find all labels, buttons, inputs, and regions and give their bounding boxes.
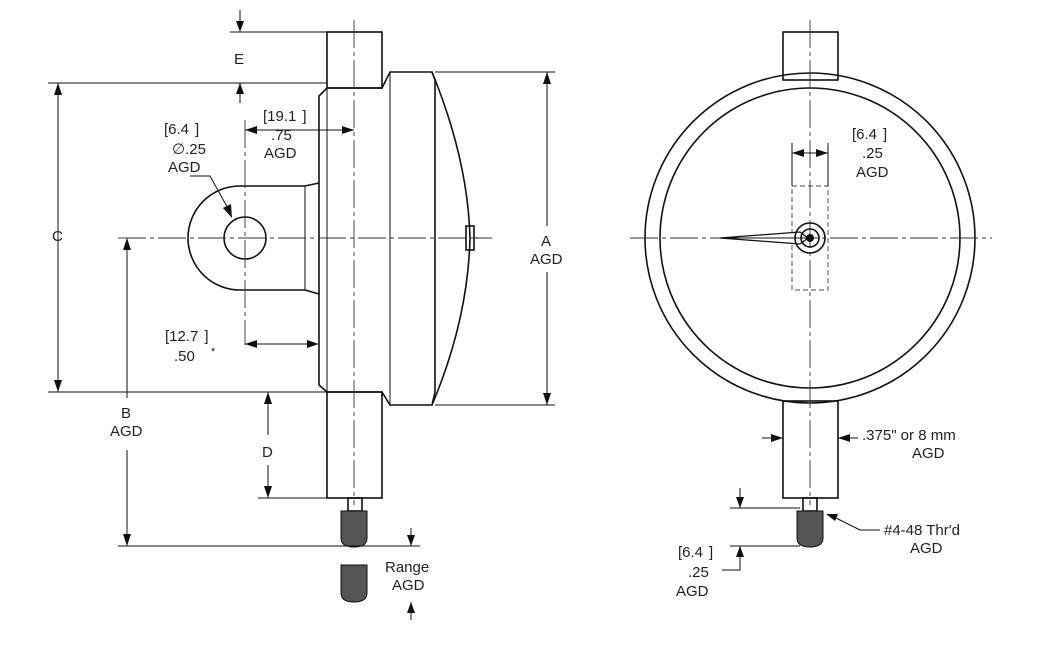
hole-sub: AGD: [168, 159, 201, 176]
tip-sub: AGD: [676, 583, 709, 600]
range-sub: AGD: [392, 577, 425, 594]
lug-asterisk: *: [211, 346, 216, 358]
stem-sub: AGD: [912, 445, 945, 462]
pointer-hub: [794, 222, 826, 254]
stem-label: .375" or 8 mm: [862, 427, 956, 444]
back-sub: AGD: [264, 145, 297, 162]
bottom-stem: [326, 391, 383, 499]
case-back: [318, 71, 436, 406]
range-label: Range: [385, 559, 429, 576]
spindle-sub: AGD: [856, 164, 889, 181]
crystal-dome: [431, 71, 471, 406]
hole-dia: ∅.25: [172, 141, 206, 158]
top-stem: [326, 31, 383, 89]
dim-b-sub: AGD: [110, 423, 143, 440]
dim-e-label: E: [234, 51, 244, 68]
mounting-lug: [187, 182, 320, 295]
hole-metric: [6.4]: [164, 121, 199, 138]
dim-c-label: C: [52, 228, 63, 245]
tip-metric: [6.4]: [678, 544, 713, 561]
back-inch: .75: [271, 127, 292, 144]
thread-sub: AGD: [910, 540, 943, 557]
front-view: [6.4] .25 AGD .375" or 8 mm AGD #4-48 Th…: [630, 20, 992, 600]
front-top-stem: [782, 31, 839, 81]
front-contact-point: [796, 510, 824, 548]
contact-point: [340, 510, 368, 548]
front-bottom-stem: [782, 400, 839, 499]
dim-b-label: B: [121, 405, 131, 422]
spindle-metric: [6.4]: [852, 126, 887, 143]
back-metric: [19.1]: [263, 108, 307, 125]
dim-a-sub: AGD: [530, 251, 563, 268]
lug-inch: .50: [174, 348, 195, 365]
dim-d-label: D: [262, 444, 273, 461]
range-contact-point: [340, 564, 368, 603]
dim-a-label: A: [541, 233, 551, 250]
thread-label: #4-48 Thr'd: [884, 522, 960, 539]
tip-inch: .25: [688, 564, 709, 581]
side-view: C E A AGD B AGD D [19.: [48, 10, 563, 620]
spindle-inch: .25: [862, 145, 883, 162]
lug-metric: [12.7]: [165, 328, 209, 345]
